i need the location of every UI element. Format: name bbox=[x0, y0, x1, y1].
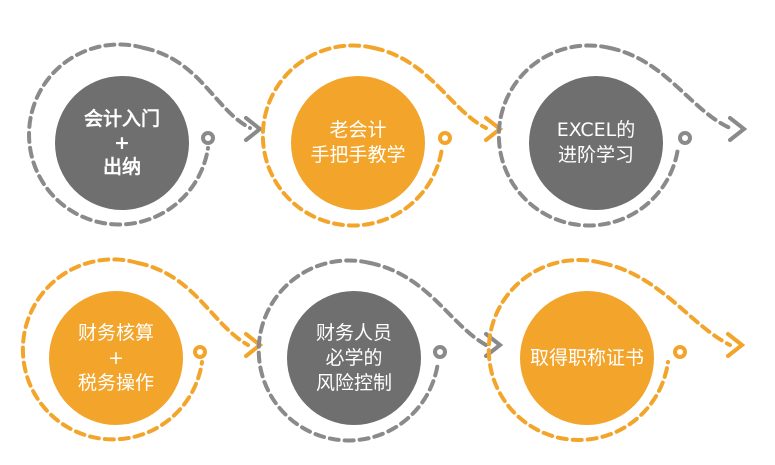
step-2-line-1: 老会计 bbox=[329, 119, 387, 141]
step-1-ring bbox=[27, 42, 252, 227]
step-4-line-1: 财务核算 bbox=[77, 321, 154, 344]
step-6-arrow-icon bbox=[673, 332, 746, 359]
step-1-line-3: 出纳 bbox=[102, 156, 141, 178]
step-2-circle: 老会计 手把手教学 bbox=[291, 76, 425, 210]
step-6-line-1: 取得职称证书 bbox=[529, 346, 644, 369]
step-4-line-3: 税务操作 bbox=[77, 371, 154, 394]
step-4-circle: 财务核算 + 税务操作 bbox=[49, 291, 183, 425]
step-5-circle: 财务人员 必学的 风险控制 bbox=[287, 291, 421, 425]
step-3-circle: EXCEL的 进阶学习 bbox=[529, 76, 663, 210]
step-4-ring bbox=[20, 257, 250, 442]
step-3-line-2: 进阶学习 bbox=[557, 144, 634, 166]
step-2-arrow-icon bbox=[438, 116, 504, 145]
step-5-ring bbox=[256, 258, 488, 443]
step-1-line-2: + bbox=[114, 132, 130, 154]
step-3-ring bbox=[496, 43, 732, 228]
step-2-line-2: 手把手教学 bbox=[310, 144, 406, 166]
step-3-arrow-icon bbox=[678, 116, 748, 145]
step-5-line-2: 必学的 bbox=[325, 346, 383, 369]
step-6-ring bbox=[486, 257, 732, 442]
step-5-line-1: 财务人员 bbox=[315, 321, 392, 344]
step-5-line-3: 风险控制 bbox=[315, 371, 392, 394]
step-1-arrow-icon bbox=[201, 116, 264, 145]
step-4-line-2: + bbox=[108, 346, 124, 369]
step-4-arrow-icon bbox=[193, 332, 264, 359]
step-6-circle: 取得职称证书 bbox=[520, 291, 654, 425]
step-2-ring bbox=[260, 43, 488, 228]
step-3-line-1: EXCEL的 bbox=[556, 119, 636, 141]
step-1-circle: 会计入门 + 出纳 bbox=[55, 76, 189, 210]
step-1-line-1: 会计入门 bbox=[83, 108, 160, 130]
